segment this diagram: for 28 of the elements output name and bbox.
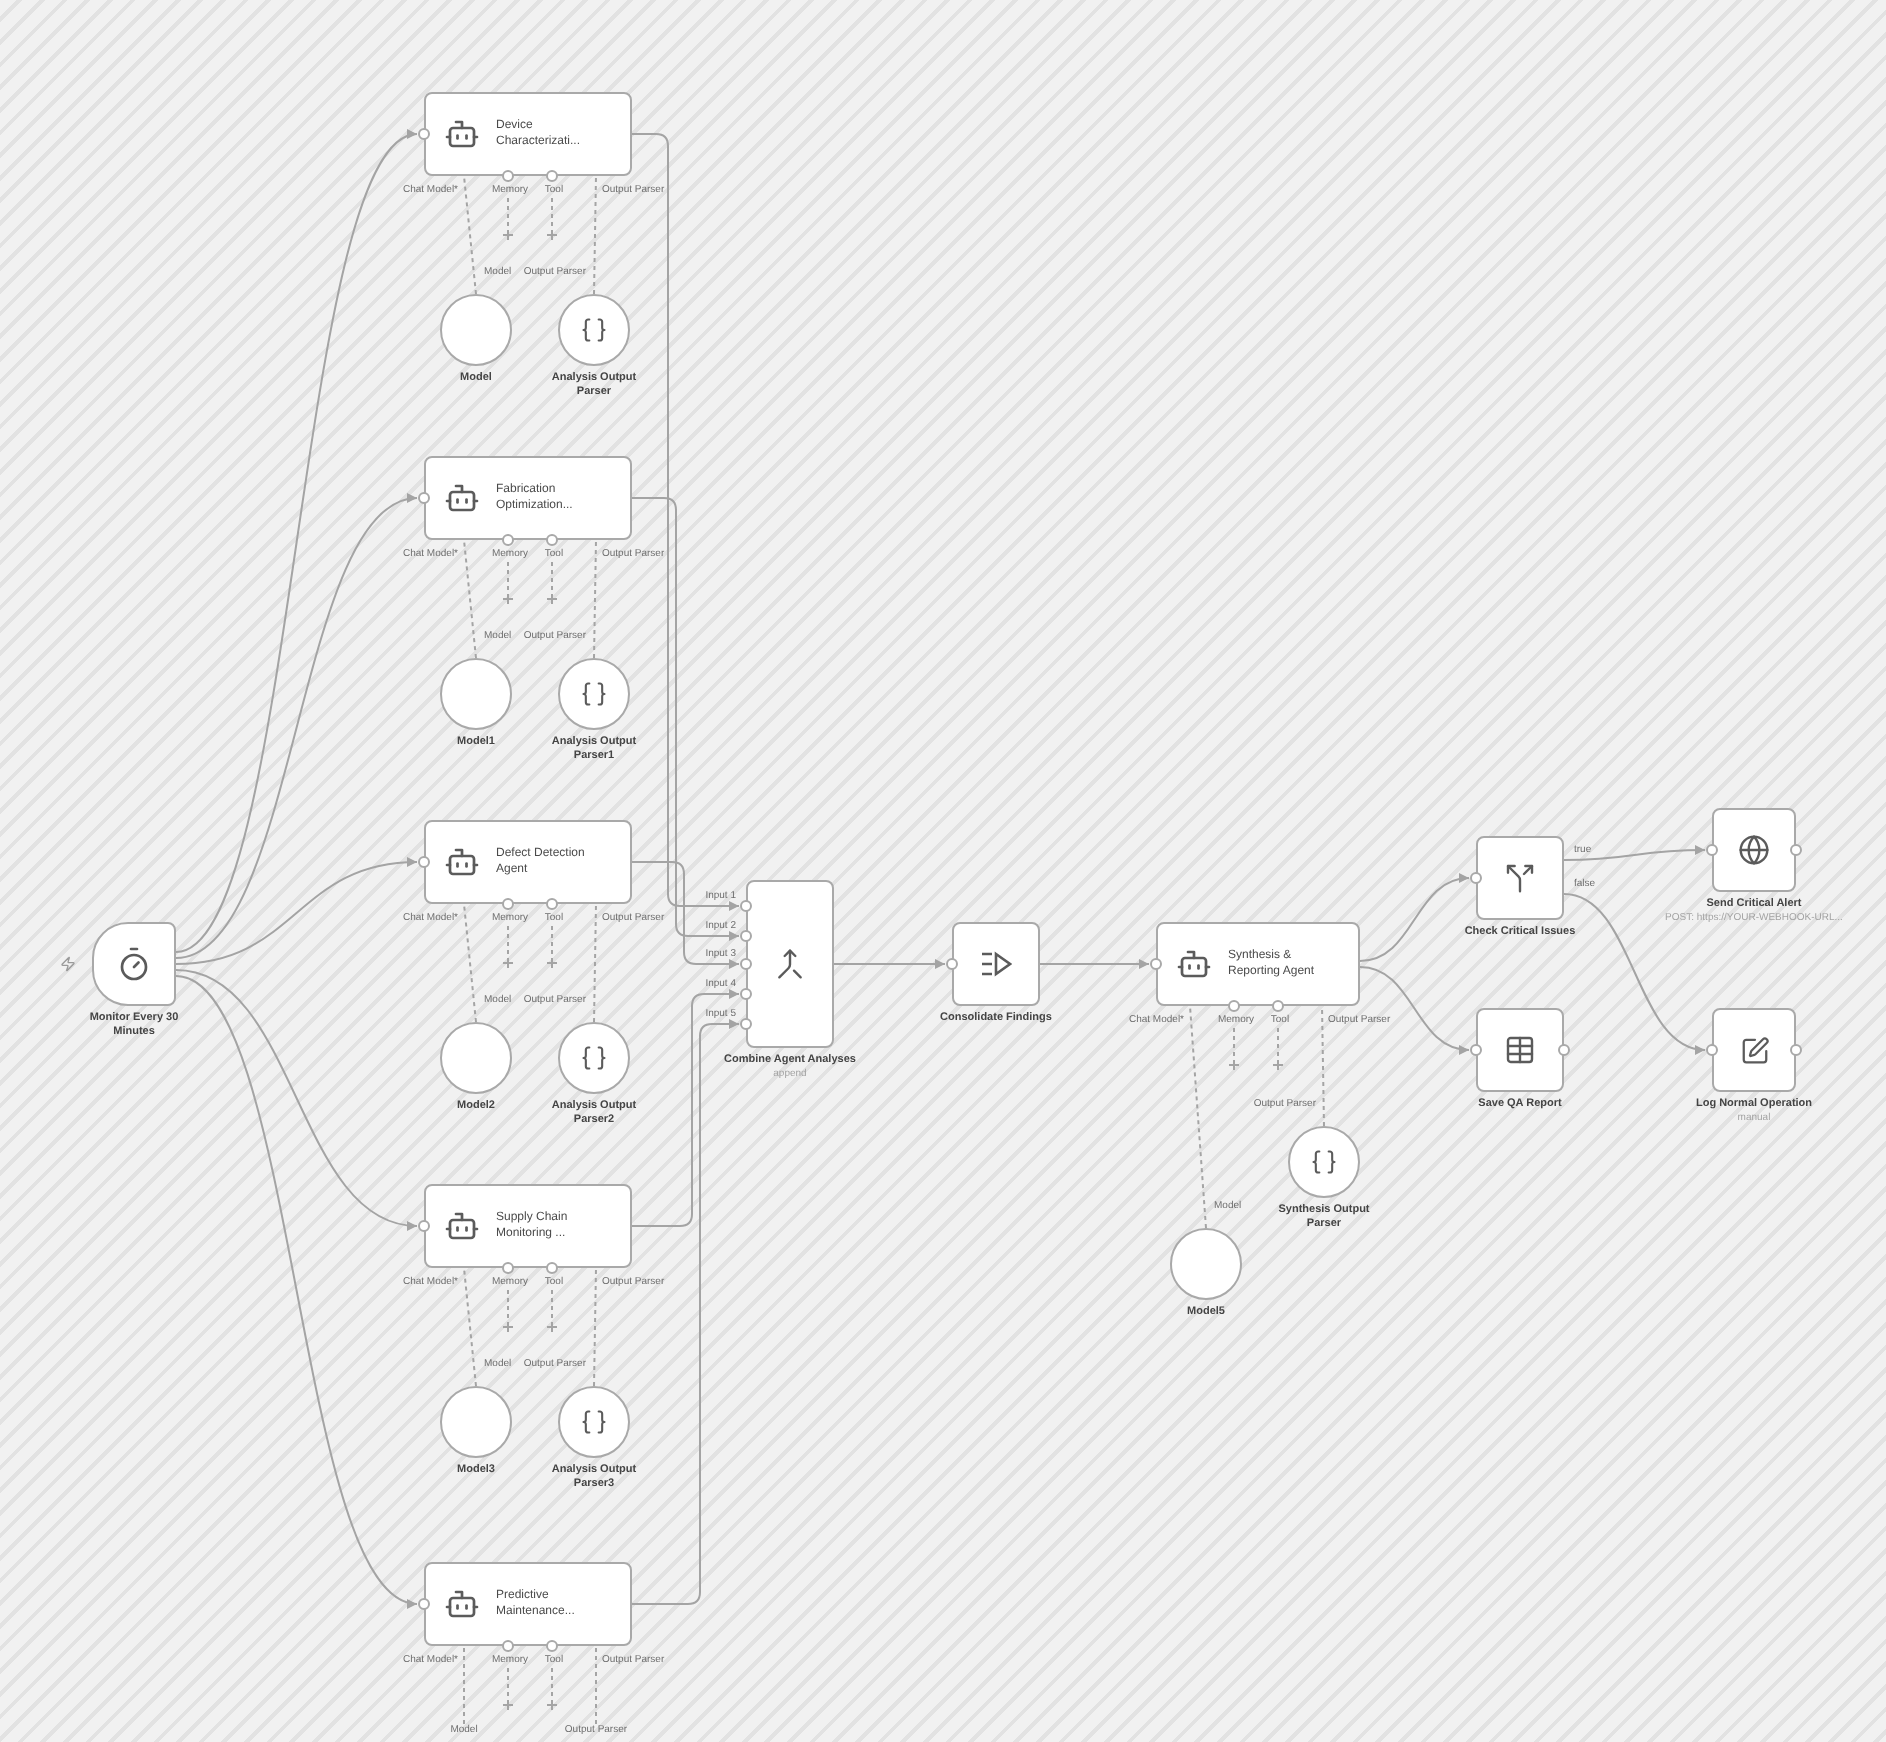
arrow <box>631 497 740 941</box>
arrow <box>833 959 946 969</box>
dashed-connector <box>1189 1005 1207 1229</box>
arrow <box>1039 959 1150 969</box>
arrow <box>175 975 418 1605</box>
arrow <box>1359 874 1470 962</box>
arrow <box>175 969 418 1230</box>
arrow <box>631 1019 740 1605</box>
arrow <box>175 133 418 953</box>
dashed-connector <box>595 1645 597 1725</box>
dashed-connector <box>463 1645 465 1725</box>
arrow <box>1563 845 1706 861</box>
dashed-connector <box>593 539 597 659</box>
dashed-connector <box>463 1267 477 1387</box>
arrow <box>175 496 418 959</box>
dashed-connector <box>593 1267 597 1387</box>
arrow <box>631 861 740 969</box>
arrow <box>631 989 740 1227</box>
dashed-connector <box>463 539 477 659</box>
dashed-connector <box>463 175 477 295</box>
dashed-connector <box>593 903 597 1023</box>
arrow <box>175 857 418 965</box>
dashed-connector <box>1321 1005 1325 1127</box>
arrow <box>1359 966 1470 1054</box>
dashed-connector <box>593 175 597 295</box>
dashed-connector <box>463 903 477 1023</box>
arrow <box>631 133 740 911</box>
arrow <box>1563 893 1706 1054</box>
